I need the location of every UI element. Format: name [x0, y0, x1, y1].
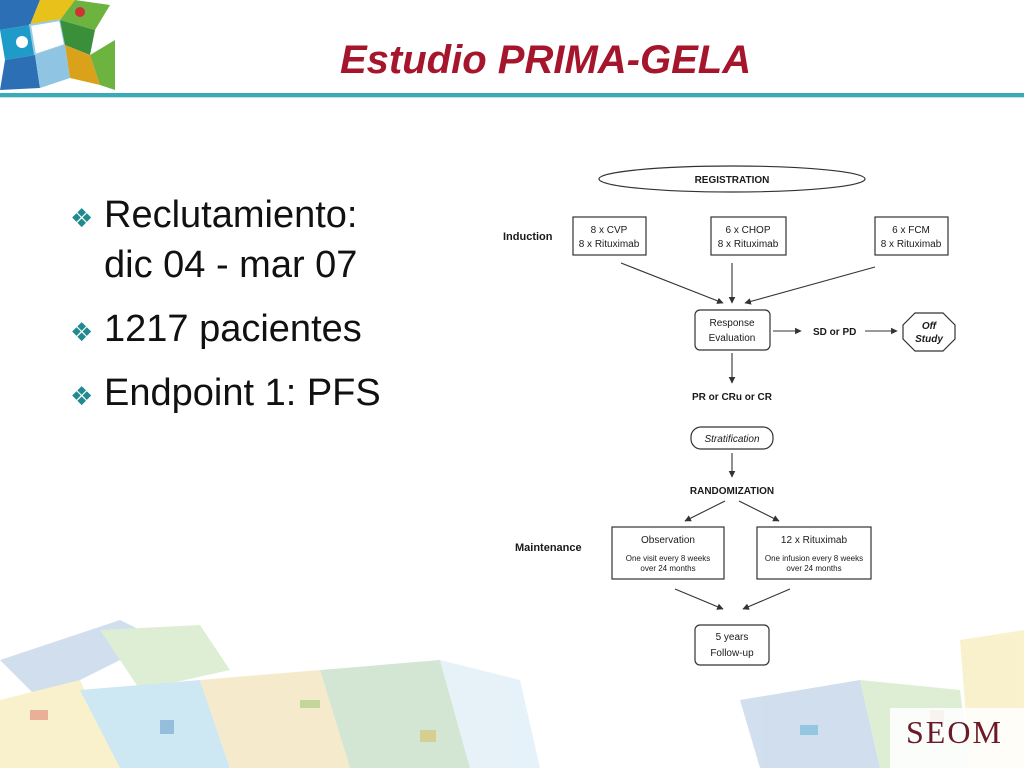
response-line: Evaluation [709, 333, 756, 344]
study-flowchart: REGISTRATION Induction 8 x CVP 8 x Ritux… [503, 165, 956, 666]
bullet-list: ❖ Reclutamiento: dic 04 - mar 07 ❖ 1217 … [70, 190, 381, 418]
arm-line: 8 x Rituximab [881, 239, 942, 250]
follow-up-node: 5 years Follow-up [694, 624, 770, 666]
off-study-line: Study [915, 334, 943, 345]
bullet-text: Reclutamiento: [104, 194, 358, 236]
arm-line: 6 x CHOP [725, 225, 770, 236]
arrow [742, 588, 791, 610]
bullet-text: 1217 pacientes [104, 308, 362, 350]
induction-arm-chop: 6 x CHOP 8 x Rituximab [710, 216, 787, 256]
pr-cr-label: PR or CRu or CR [692, 392, 773, 403]
observation-arm: Observation One visit every 8 weeks over… [611, 526, 725, 580]
arrow [684, 500, 726, 522]
follow-up-line: 5 years [716, 632, 749, 643]
sd-pd-label: SD or PD [813, 327, 856, 338]
registration-node [598, 165, 866, 193]
arrow [744, 266, 876, 305]
bullet-endpoint: ❖ Endpoint 1: PFS [70, 368, 381, 418]
arrow [738, 500, 780, 522]
stratification-node: Stratification [690, 426, 774, 450]
response-evaluation-node: Response Evaluation [694, 309, 771, 351]
bullet-text-continuation: dic 04 - mar 07 [104, 244, 358, 286]
maintenance-label: Maintenance [515, 542, 582, 554]
rituximab-title: 12 x Rituximab [781, 535, 848, 546]
bullet-recruitment: ❖ Reclutamiento: dic 04 - mar 07 [70, 190, 381, 290]
induction-arm-fcm: 6 x FCM 8 x Rituximab [874, 216, 949, 256]
bullet-diamond-icon: ❖ [70, 204, 94, 234]
bullet-text: Endpoint 1: PFS [104, 372, 381, 414]
observation-title: Observation [641, 535, 695, 546]
bullet-diamond-icon: ❖ [70, 382, 94, 412]
stratification-label: Stratification [704, 434, 759, 445]
off-study-node: Off Study [902, 312, 956, 352]
arrow [620, 262, 724, 304]
rituximab-maintenance-arm: 12 x Rituximab One infusion every 8 week… [756, 526, 872, 580]
observation-detail: over 24 months [640, 564, 695, 573]
seom-logo: SEOM [906, 714, 1003, 750]
observation-detail: One visit every 8 weeks [626, 554, 710, 563]
bullet-patients: ❖ 1217 pacientes [70, 304, 381, 354]
bullet-diamond-icon: ❖ [70, 318, 94, 348]
arm-line: 8 x Rituximab [579, 239, 640, 250]
arm-line: 8 x Rituximab [718, 239, 779, 250]
arrow [674, 588, 724, 610]
follow-up-line: Follow-up [710, 648, 754, 659]
induction-arm-cvp: 8 x CVP 8 x Rituximab [572, 216, 647, 256]
arm-line: 6 x FCM [892, 225, 930, 236]
induction-label: Induction [503, 231, 553, 243]
mosaic-logo-icon [0, 0, 115, 92]
randomization-label: RANDOMIZATION [690, 486, 774, 497]
mosaic-footer-decoration [0, 620, 1024, 768]
rituximab-detail: over 24 months [786, 564, 841, 573]
rituximab-detail: One infusion every 8 weeks [765, 554, 863, 563]
arm-line: 8 x CVP [591, 225, 628, 236]
title-divider [0, 93, 1024, 98]
off-study-line: Off [922, 321, 938, 332]
registration-label: REGISTRATION [695, 175, 770, 186]
page-title: Estudio PRIMA-GELA [340, 38, 752, 82]
response-line: Response [709, 318, 754, 329]
